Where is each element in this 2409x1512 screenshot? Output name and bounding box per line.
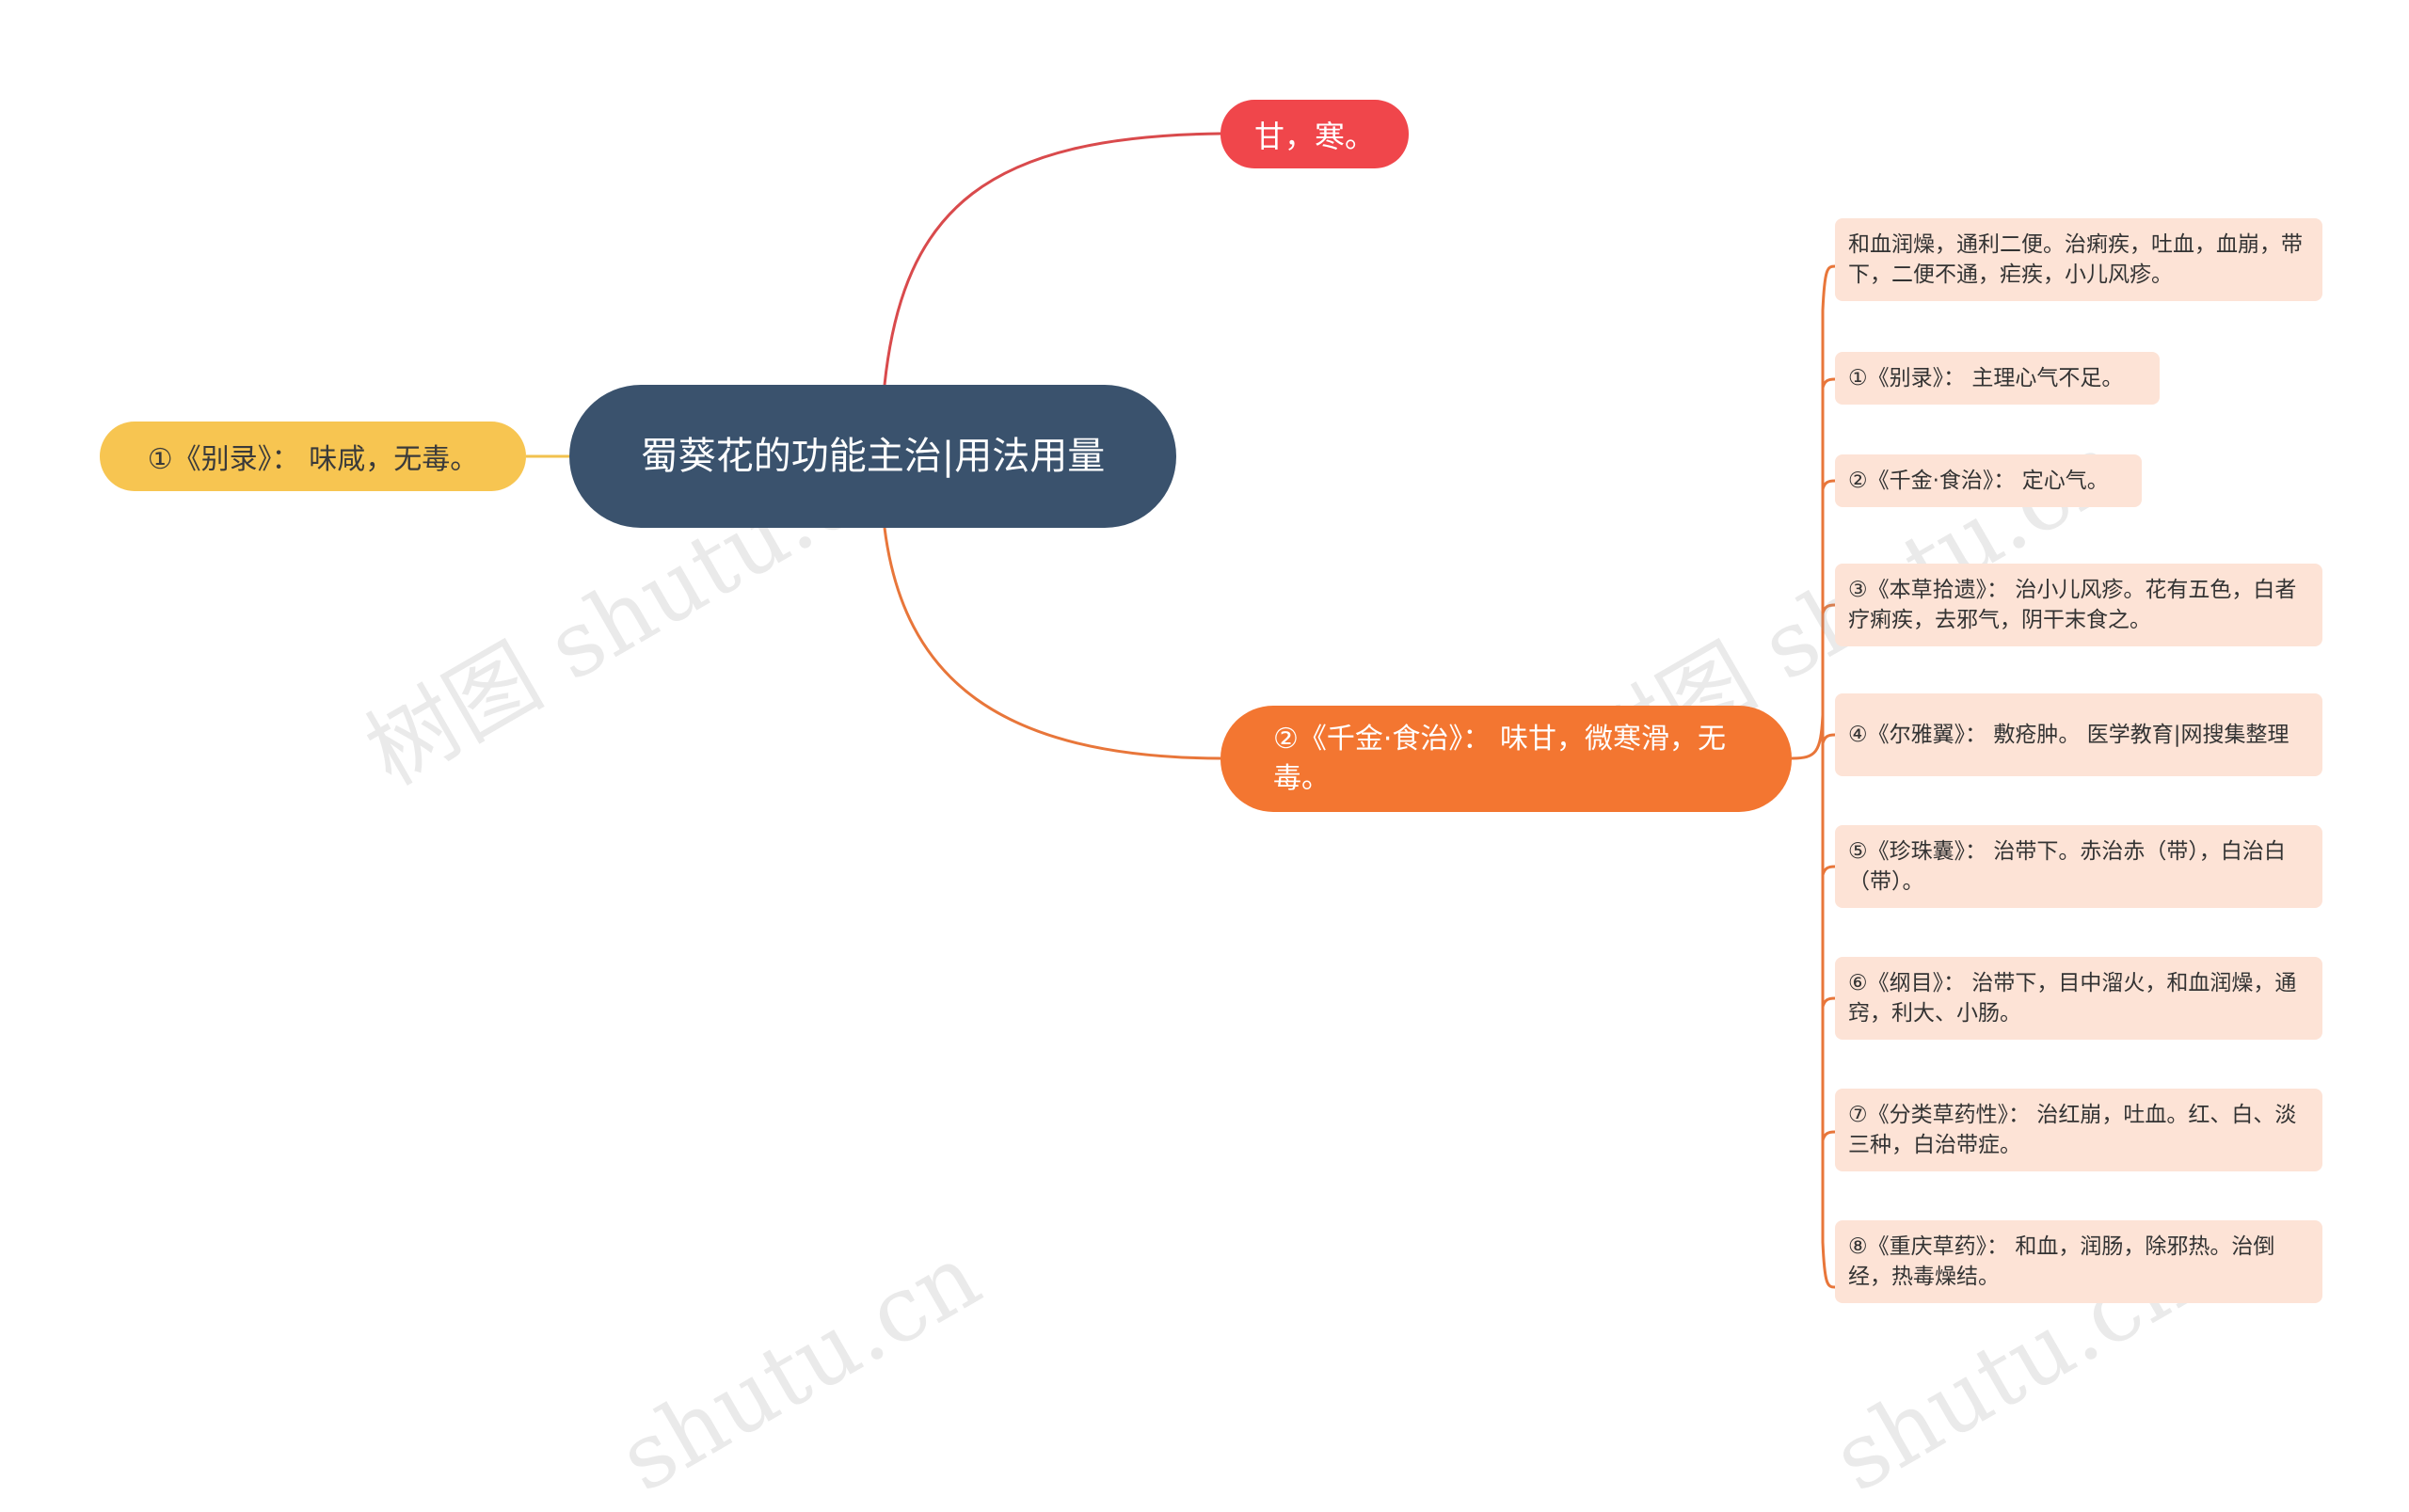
- link-root-main: [883, 527, 1221, 760]
- leaf-node[interactable]: ①《别录》： 主理心气不足。: [1835, 352, 2160, 405]
- root-node[interactable]: 蜀葵花的功能主治|用法用量: [569, 385, 1176, 528]
- branch-label: ②《千金·食治》： 味甘，微寒滑，无毒。: [1273, 722, 1726, 795]
- leaf-text: ④《尔雅翼》： 敷疮肿。 医学教育|网搜集整理: [1848, 723, 2289, 747]
- leaf-node[interactable]: ⑧《重庆草药》： 和血，润肠，除邪热。治倒经，热毒燥结。: [1835, 1220, 2322, 1303]
- leaf-node[interactable]: ⑥《纲目》： 治带下，目中溜火，和血润燥，通窍，利大、小肠。: [1835, 957, 2322, 1040]
- leaf-text: ②《千金·食治》： 定心气。: [1848, 469, 2109, 493]
- root-title: 蜀葵花的功能主治|用法用量: [640, 435, 1106, 478]
- leaf-node[interactable]: ③《本草拾遗》： 治小儿风疹。花有五色，白者疗痢疾，去邪气，阴干末食之。: [1835, 564, 2322, 646]
- connector-lines: [526, 132, 1836, 1289]
- leaf-text: ⑦《分类草药性》： 治红崩，吐血。红、白、淡三种，白治带症。: [1848, 1103, 2297, 1157]
- leaf-text: 和血润燥，通利二便。治痢疾，吐血，血崩，带下，二便不通，疟疾，小儿风疹。: [1848, 232, 2303, 287]
- link-root-top: [883, 132, 1221, 386]
- leaf-text: ⑥《纲目》： 治带下，目中溜火，和血润燥，通窍，利大、小肠。: [1848, 971, 2297, 1026]
- leaf-node[interactable]: ②《千金·食治》： 定心气。: [1835, 454, 2142, 507]
- leaf-text: ⑤《珍珠囊》： 治带下。赤治赤（带），白治白（带）。: [1848, 839, 2286, 894]
- leaf-text: ①《别录》： 主理心气不足。: [1848, 366, 2124, 390]
- leaf-node[interactable]: ⑤《珍珠囊》： 治带下。赤治赤（带），白治白（带）。: [1835, 825, 2322, 908]
- leaf-text: ⑧《重庆草药》： 和血，润肠，除邪热。治倒经，热毒燥结。: [1848, 1234, 2275, 1289]
- leaf-links: [1791, 264, 1836, 1289]
- branch-label: 甘，寒。: [1253, 118, 1375, 154]
- leaf-text: ③《本草拾遗》： 治小儿风疹。花有五色，白者疗痢疾，去邪气，阴干末食之。: [1848, 578, 2297, 632]
- leaf-node[interactable]: 和血润燥，通利二便。治痢疾，吐血，血崩，带下，二便不通，疟疾，小儿风疹。: [1835, 218, 2322, 301]
- branch-node-qianjin[interactable]: ②《千金·食治》： 味甘，微寒滑，无毒。: [1220, 706, 1792, 812]
- branch-label: ①《别录》： 味咸，无毒。: [147, 443, 479, 476]
- leaf-node[interactable]: ④《尔雅翼》： 敷疮肿。 医学教育|网搜集整理: [1835, 693, 2322, 776]
- branch-node-bielu[interactable]: ①《别录》： 味咸，无毒。: [100, 422, 526, 491]
- leaf-node[interactable]: ⑦《分类草药性》： 治红崩，吐血。红、白、淡三种，白治带症。: [1835, 1089, 2322, 1171]
- branch-node-nature[interactable]: 甘，寒。: [1220, 100, 1409, 168]
